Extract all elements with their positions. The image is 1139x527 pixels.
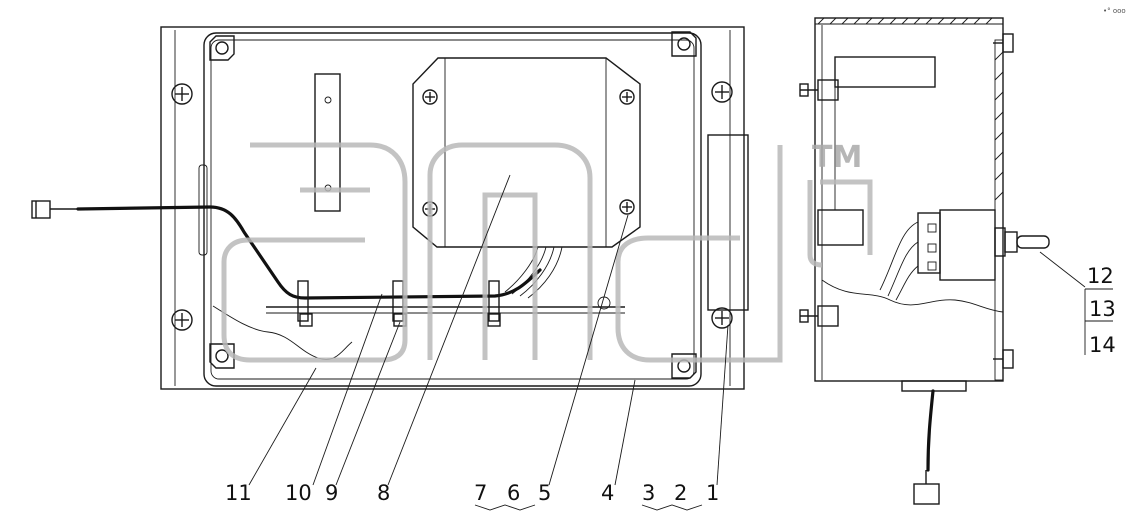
side-enclosure [814, 17, 1004, 382]
callout-3: 3 [642, 481, 655, 505]
callout-7: 7 [474, 481, 487, 505]
mounting-plate [160, 26, 745, 390]
leader-lines [248, 174, 1113, 511]
callout-8: 8 [377, 481, 390, 505]
toggle-lever [1016, 235, 1050, 249]
callout-13: 13 [1089, 297, 1116, 321]
side-slot [198, 164, 208, 256]
callout-4: 4 [601, 481, 614, 505]
callout-9: 9 [325, 481, 338, 505]
connector [31, 200, 51, 219]
callout-14: 14 [1089, 333, 1116, 357]
callout-2: 2 [674, 481, 687, 505]
callout-1: 1 [706, 481, 719, 505]
callout-5: 5 [538, 481, 551, 505]
cable-with-connector [31, 200, 542, 300]
side-section-view [799, 17, 1050, 505]
callout-11: 11 [225, 481, 252, 505]
callout-12: 12 [1087, 264, 1114, 288]
watermark: TM [221, 140, 873, 363]
callout-10: 10 [285, 481, 312, 505]
switch-body [939, 209, 996, 281]
bottom-connector [913, 483, 940, 505]
corner-screws [209, 31, 697, 379]
section-break [821, 279, 1004, 313]
watermark-tm: TM [812, 140, 862, 175]
plate-screws [171, 81, 733, 331]
enclosure-inner-lip [210, 39, 695, 380]
cable-clamps [297, 280, 501, 327]
electronic-module [412, 57, 641, 248]
module-screws [422, 89, 635, 217]
callout-6: 6 [507, 481, 520, 505]
callout-labels: 11 10 9 8 7 6 5 4 3 2 1 12 13 14 [225, 264, 1116, 505]
break-line [212, 305, 353, 360]
right-strip [707, 134, 749, 311]
enclosure-outline [203, 32, 702, 387]
front-view [31, 26, 749, 390]
corner-mark: •° ooo [1103, 7, 1126, 15]
